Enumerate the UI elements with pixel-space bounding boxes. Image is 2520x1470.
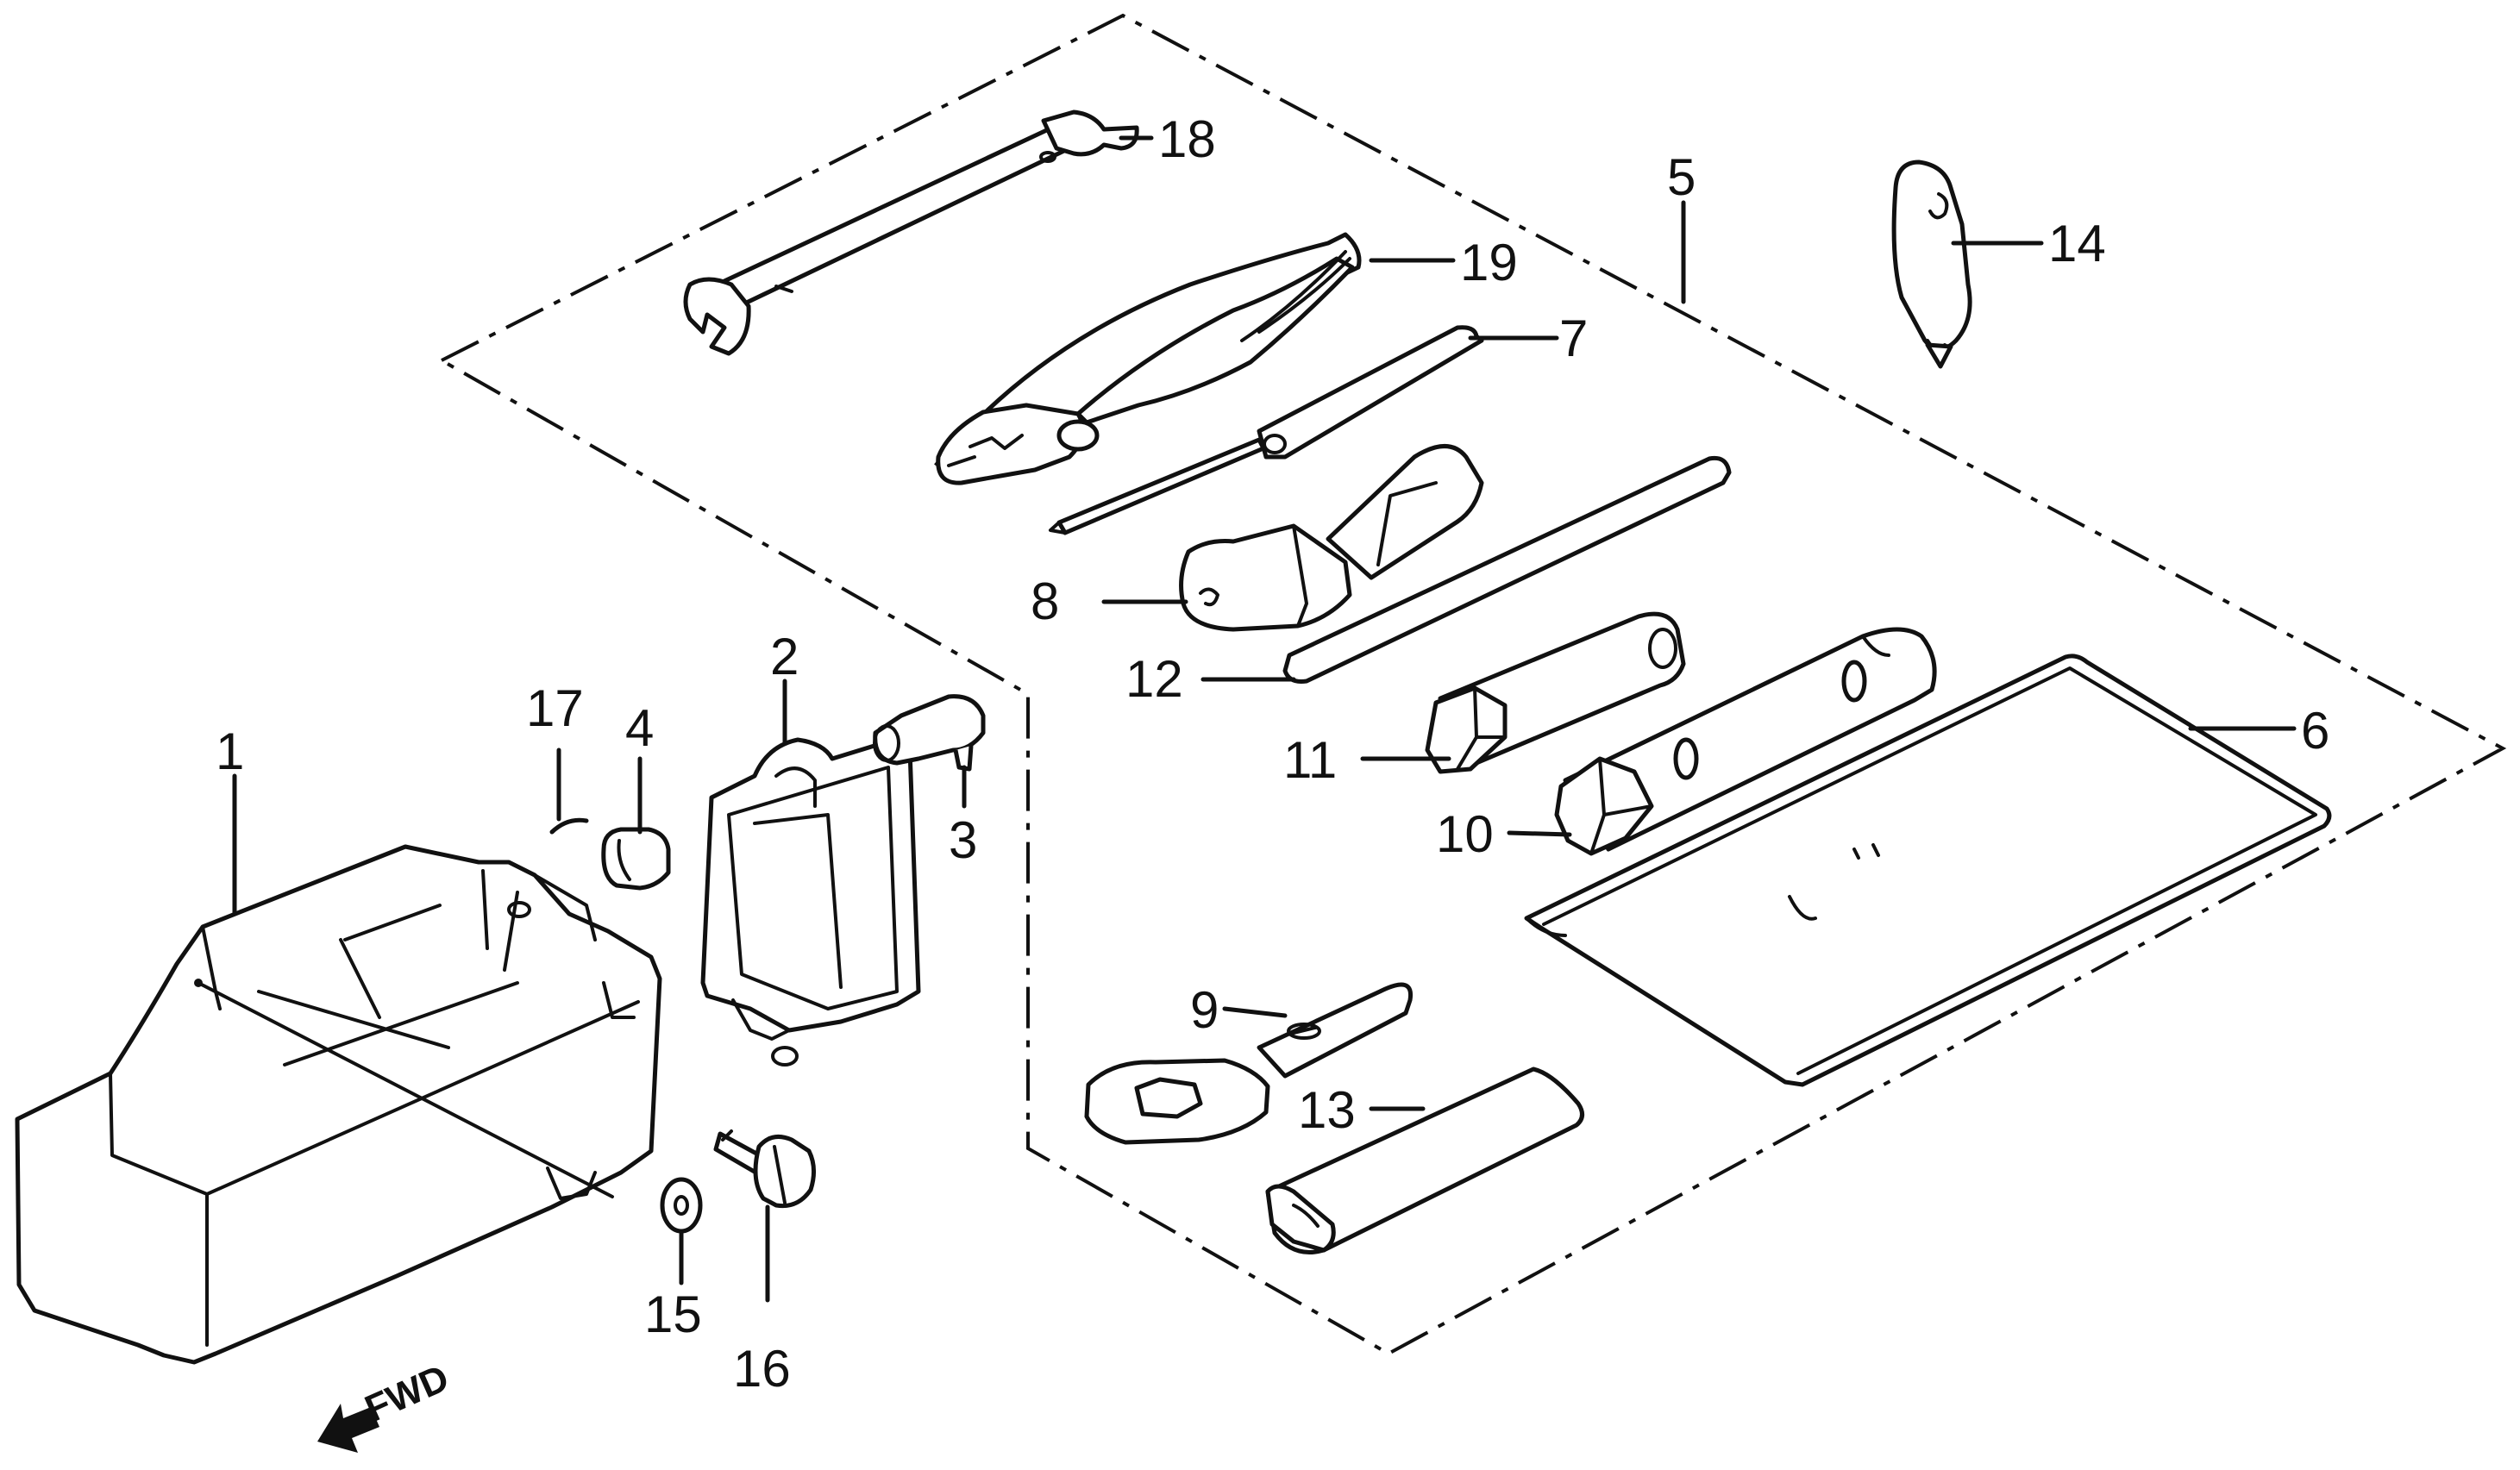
- callout-8: 8: [1031, 572, 1059, 630]
- fwd-label: FWD: [359, 1357, 454, 1431]
- tool-kit-boundary: [437, 13, 2507, 1356]
- part-4-nut: [601, 827, 671, 891]
- callout-4: 4: [625, 699, 654, 757]
- callout-1: 1: [216, 722, 244, 780]
- callout-17: 17: [526, 679, 584, 737]
- callout-19: 19: [1460, 234, 1518, 291]
- callout-15: 15: [644, 1285, 702, 1343]
- part-8-handle: [1179, 444, 1484, 632]
- part-6-tool-bag: [1524, 654, 2332, 1087]
- part-16-bolt: [713, 1129, 816, 1209]
- part-18-wrench: [683, 109, 1139, 356]
- callout-14: 14: [2048, 215, 2106, 272]
- part-13-sleeve: [1265, 1067, 1584, 1254]
- callout-11: 11: [1283, 731, 1337, 789]
- part-9-spanner: [1084, 982, 1414, 1145]
- part-10-box-wrench: [1554, 627, 1937, 856]
- part-19-pliers: [934, 232, 1362, 485]
- callout-2: 2: [770, 628, 799, 685]
- part-7-screwdriver: [1049, 325, 1484, 535]
- part-12-rod: [1282, 455, 1732, 684]
- leader-lines: [232, 135, 2297, 1303]
- part-11-socket-wrench: [1425, 611, 1686, 774]
- callout-5: 5: [1667, 148, 1696, 206]
- part-1-tool-case: [15, 844, 662, 1365]
- callout-10: 10: [1436, 805, 1494, 863]
- callout-7: 7: [1559, 310, 1588, 367]
- callout-16: 16: [733, 1340, 791, 1398]
- fwd-arrow-icon: [317, 1404, 379, 1453]
- callout-18: 18: [1158, 110, 1216, 168]
- callout-6: 6: [2301, 702, 2329, 760]
- part-17-clip: [549, 817, 589, 835]
- part-14-pin: [1891, 160, 1972, 369]
- callout-12: 12: [1125, 650, 1183, 708]
- callout-13: 13: [1298, 1081, 1356, 1139]
- part-3-cap: [873, 694, 986, 772]
- callout-9: 9: [1190, 981, 1219, 1039]
- callout-labels: 1 2 3 4 5 6 7 8 9 10 11 12 13 14 15 16 1…: [216, 110, 2329, 1398]
- part-15-washer: [660, 1177, 703, 1234]
- callout-3: 3: [949, 811, 977, 869]
- part-2-holder-box: [700, 737, 921, 1067]
- fwd-direction-arrow: FWD: [317, 1357, 455, 1453]
